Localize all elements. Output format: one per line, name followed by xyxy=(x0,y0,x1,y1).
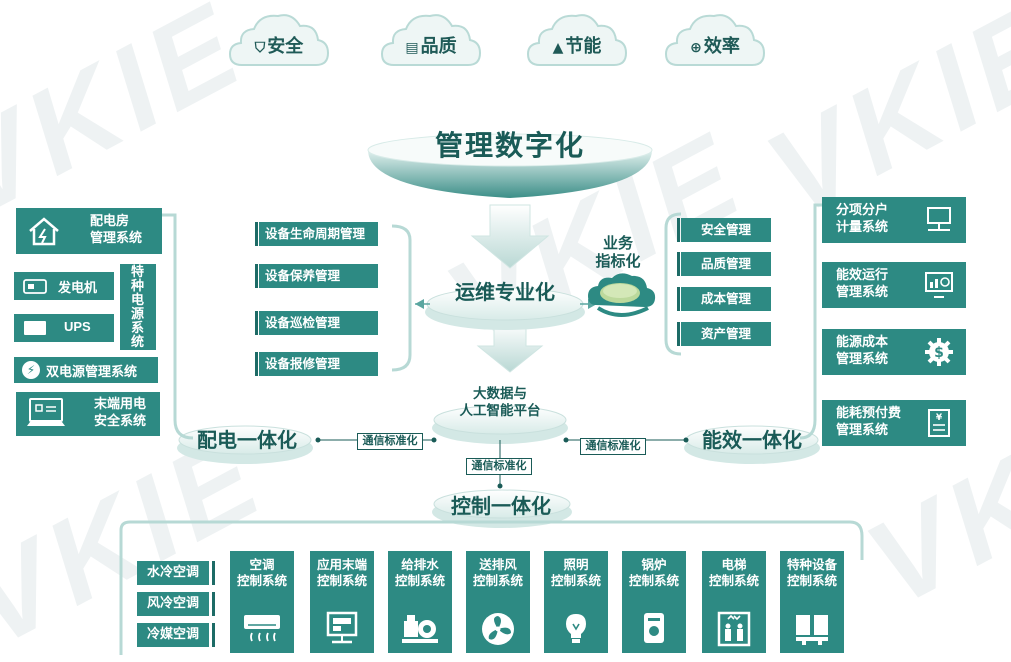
special-equipment-icon xyxy=(796,615,828,645)
goal-quality: ▤品质 xyxy=(380,10,482,70)
svg-text:¥: ¥ xyxy=(936,413,943,423)
efficiency-icon: ⊕ xyxy=(690,40,702,56)
quality-icon: ▤ xyxy=(405,40,419,56)
svg-text:$: $ xyxy=(934,345,944,361)
goal-energy: ▲节能 xyxy=(526,10,628,70)
network-monitor-icon xyxy=(927,207,951,231)
house-icon xyxy=(29,217,59,246)
comm-std-tag: 通信标准化 xyxy=(580,438,646,455)
goal-efficiency: ⊕效率 xyxy=(664,10,766,70)
ops-item: 设备生命周期管理 xyxy=(255,222,378,246)
boiler-icon xyxy=(644,613,664,643)
light-bulb-icon xyxy=(566,614,586,643)
ac-type: 水冷空调 xyxy=(137,561,215,585)
comm-std-tag: 通信标准化 xyxy=(466,458,532,475)
metrics-item: 品质管理 xyxy=(677,252,771,276)
shield-icon: ⛉ xyxy=(254,40,266,56)
ops-item: 设备报修管理 xyxy=(255,352,378,376)
control-system-card: 给排水控制系统 xyxy=(388,551,452,653)
comm-std-tag: 通信标准化 xyxy=(357,433,423,450)
control-system-card: 电梯控制系统 xyxy=(702,551,766,653)
power-icon: ⚡ xyxy=(22,361,40,379)
ac-type: 冷媒空调 xyxy=(137,623,215,647)
control-title: 控制一体化 xyxy=(451,494,551,518)
cost-gear-icon: $ xyxy=(925,338,953,366)
metrics-item: 成本管理 xyxy=(677,287,771,311)
elevator-icon xyxy=(717,611,751,647)
energy-title: 能效一体化 xyxy=(702,428,802,452)
energy-item: 能耗预付费管理系统 ¥ xyxy=(822,400,966,446)
power-room-box: 配电房 管理系统 xyxy=(16,208,162,254)
generator-box: 发电机 xyxy=(14,272,114,300)
control-system-card: 照明控制系统 xyxy=(544,551,608,653)
analytics-icon xyxy=(925,272,953,298)
control-system-card: 特种设备控制系统 xyxy=(780,551,844,653)
control-system-card: 应用末端控制系统 xyxy=(310,551,374,653)
ops-item: 设备保养管理 xyxy=(255,264,378,288)
ups-box: UPS xyxy=(14,314,114,342)
fan-icon xyxy=(482,613,514,645)
ups-icon xyxy=(24,321,46,335)
metrics-title: 业务 指标化 xyxy=(595,234,641,270)
terminal-screen-icon xyxy=(326,611,358,644)
control-system-card: 锅炉控制系统 xyxy=(622,551,686,653)
arrow-down-1 xyxy=(470,204,550,269)
energy-item: 能效运行管理系统 xyxy=(822,262,966,308)
platform-title: 大数据与 人工智能平台 xyxy=(459,386,541,419)
ops-item: 设备巡检管理 xyxy=(255,311,378,335)
air-conditioner-icon xyxy=(244,615,280,642)
control-system-card: 空调控制系统 xyxy=(230,551,294,653)
control-system-card: 送排风控制系统 xyxy=(466,551,530,653)
main-title: 管理数字化 xyxy=(434,129,585,162)
bill-icon: ¥ xyxy=(928,409,950,437)
goal-safety: ⛉安全 xyxy=(228,10,330,70)
dual-power-box: ⚡ 双电源管理系统 xyxy=(14,357,158,383)
generator-icon xyxy=(23,279,47,294)
monitor-icon xyxy=(27,398,65,426)
ac-type: 风冷空调 xyxy=(137,592,215,616)
ops-title: 运维专业化 xyxy=(455,280,555,304)
water-pump-icon xyxy=(402,615,438,643)
energy-icon: ▲ xyxy=(552,40,564,56)
power-title: 配电一体化 xyxy=(197,428,297,452)
metrics-item: 资产管理 xyxy=(677,322,771,346)
energy-item: 分项分户计量系统 xyxy=(822,197,966,243)
metrics-item: 安全管理 xyxy=(677,218,771,242)
energy-item: 能源成本管理系统 $ xyxy=(822,329,966,375)
terminal-power-box: 末端用电 安全系统 xyxy=(16,392,160,436)
special-power-box: 特种电源系统 xyxy=(120,264,156,350)
